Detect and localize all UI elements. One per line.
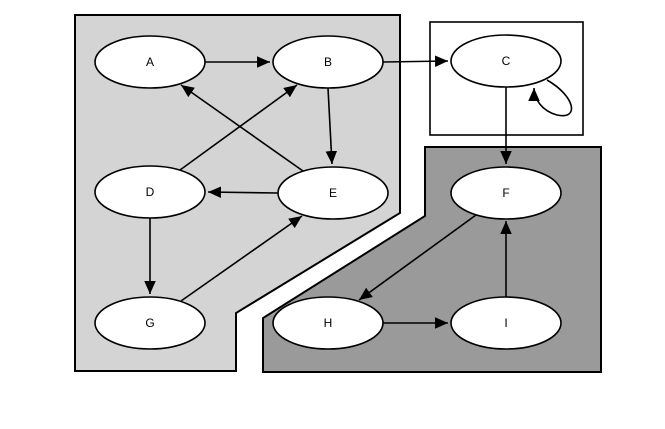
node-B: B (272, 35, 384, 89)
edge-E-A (180, 84, 304, 172)
node-A: A (94, 35, 206, 89)
edge-C-C-self-loop (528, 79, 573, 117)
node-G: G (94, 296, 206, 350)
node-A-shape (94, 35, 206, 89)
edge-B-C (382, 55, 449, 67)
node-C-shape (450, 34, 562, 88)
node-H-label: H (324, 316, 333, 330)
node-F-shape (450, 166, 562, 220)
edge-D-B (179, 84, 298, 171)
node-C-label: C (502, 54, 511, 68)
node-H: H (272, 296, 384, 350)
edge-G-E (180, 215, 303, 302)
node-C: C (450, 34, 562, 88)
node-H-shape (272, 296, 384, 350)
node-D-label: D (146, 185, 155, 199)
node-E-label: E (329, 186, 337, 200)
edge-B-E (325, 87, 338, 165)
node-G-label: G (145, 316, 154, 330)
edge-F-H (358, 214, 477, 301)
node-E-shape (277, 166, 389, 220)
node-B-shape (272, 35, 384, 89)
node-F-label: F (502, 186, 509, 200)
node-A-label: A (146, 55, 154, 69)
node-D: D (94, 165, 206, 219)
edge-E-D (207, 186, 279, 198)
node-B-label: B (324, 55, 332, 69)
node-E: E (277, 166, 389, 220)
node-I: I (450, 296, 562, 350)
node-D-shape (94, 165, 206, 219)
node-G-shape (94, 296, 206, 350)
node-I-label: I (504, 316, 507, 330)
node-I-shape (450, 296, 562, 350)
node-F: F (450, 166, 562, 220)
